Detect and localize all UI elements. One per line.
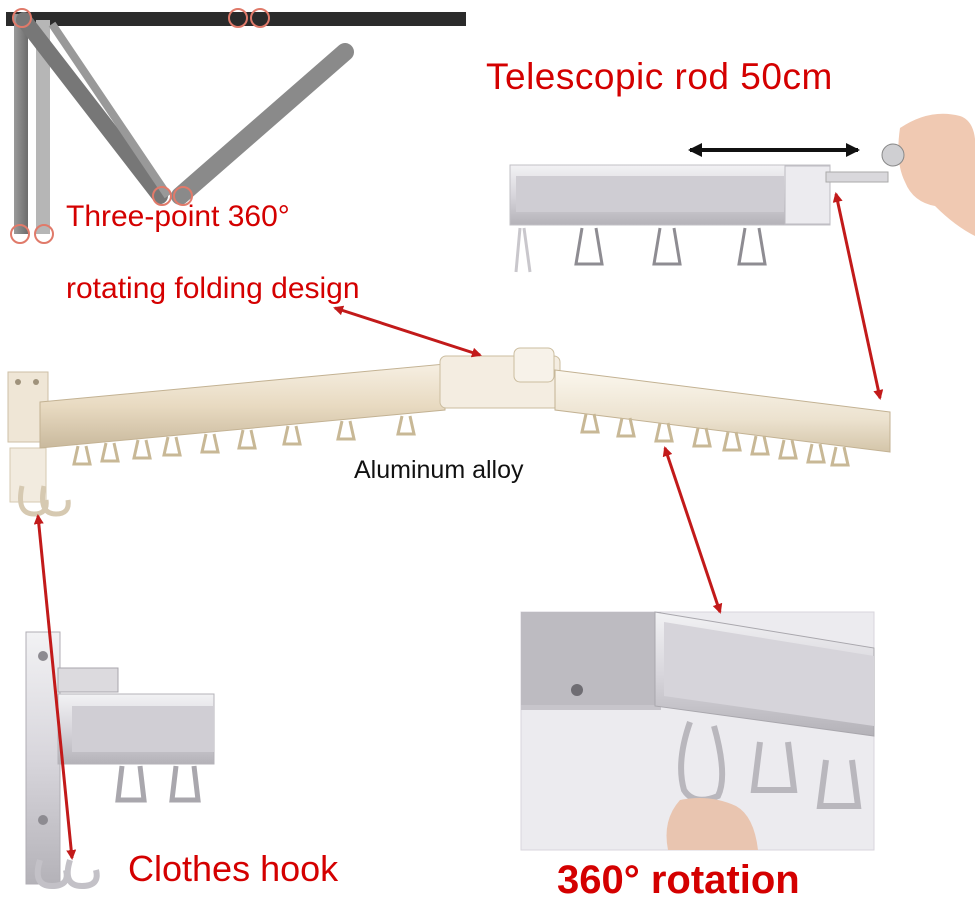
annotation-arrows [33, 192, 884, 860]
telescopic-rod-label: Telescopic rod 50cm [486, 56, 833, 97]
main-rail [7, 347, 891, 517]
telescopic-rod-photo [509, 113, 975, 273]
rotation-photo [520, 611, 875, 851]
rotating-folding-label: rotating folding design [66, 272, 360, 305]
aluminum-alloy-label: Aluminum alloy [354, 456, 524, 484]
clothes-hook-label: Clothes hook [128, 848, 339, 889]
rotation-label: 360° rotation [557, 858, 800, 902]
folding-diagram [6, 8, 466, 244]
three-point-label: Three-point 360° [66, 200, 290, 233]
